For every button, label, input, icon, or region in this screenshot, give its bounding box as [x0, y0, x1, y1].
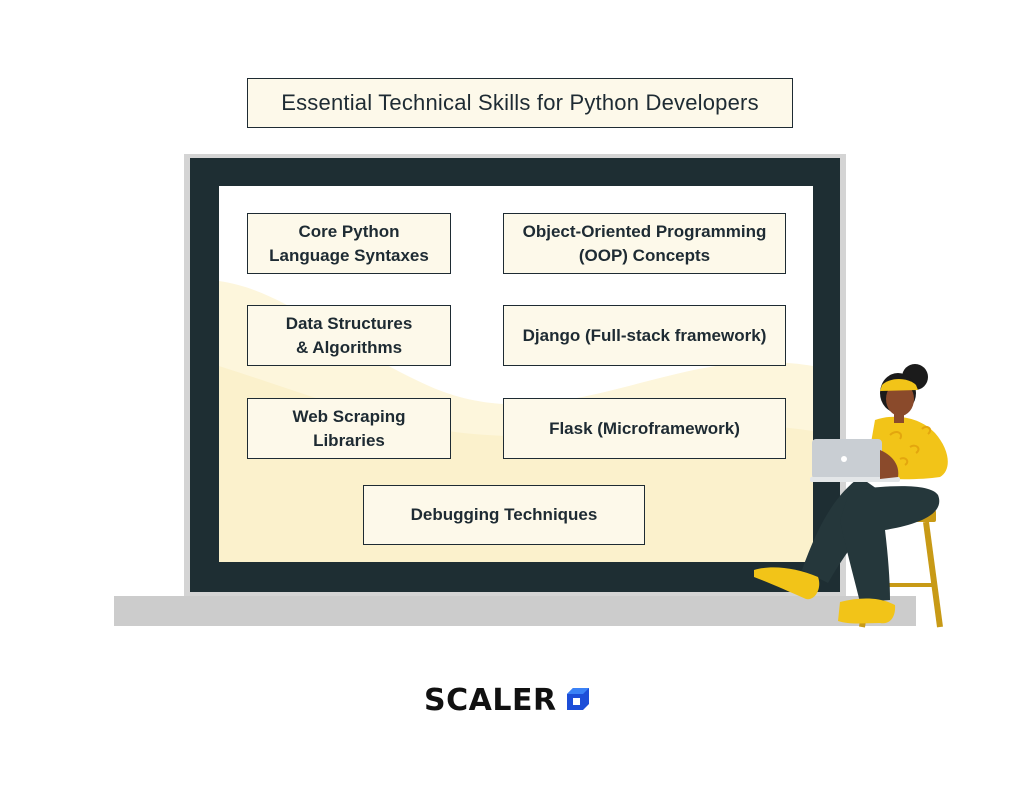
diagram-title: Essential Technical Skills for Python De…: [247, 78, 793, 128]
desk-surface: [114, 596, 916, 626]
person-with-laptop-illustration: [754, 364, 948, 628]
person-hand: [880, 450, 899, 479]
skill-django: Django (Full-stack framework): [503, 305, 786, 366]
person-shoes: [754, 567, 896, 624]
skill-web-scraping: Web Scraping Libraries: [247, 398, 451, 459]
scaler-cube-icon: [566, 688, 589, 710]
laptop: [810, 439, 900, 482]
skill-flask: Flask (Microframework): [503, 398, 786, 459]
skill-data-structures: Data Structures & Algorithms: [247, 305, 451, 366]
person-legs: [802, 477, 940, 602]
brand-name: SCALER: [424, 682, 557, 718]
skill-core-python: Core Python Language Syntaxes: [247, 213, 451, 274]
skill-oop-concepts: Object-Oriented Programming (OOP) Concep…: [503, 213, 786, 274]
person-head: [880, 364, 928, 423]
scaler-logo: SCALER: [424, 682, 591, 718]
skill-debugging: Debugging Techniques: [363, 485, 645, 545]
